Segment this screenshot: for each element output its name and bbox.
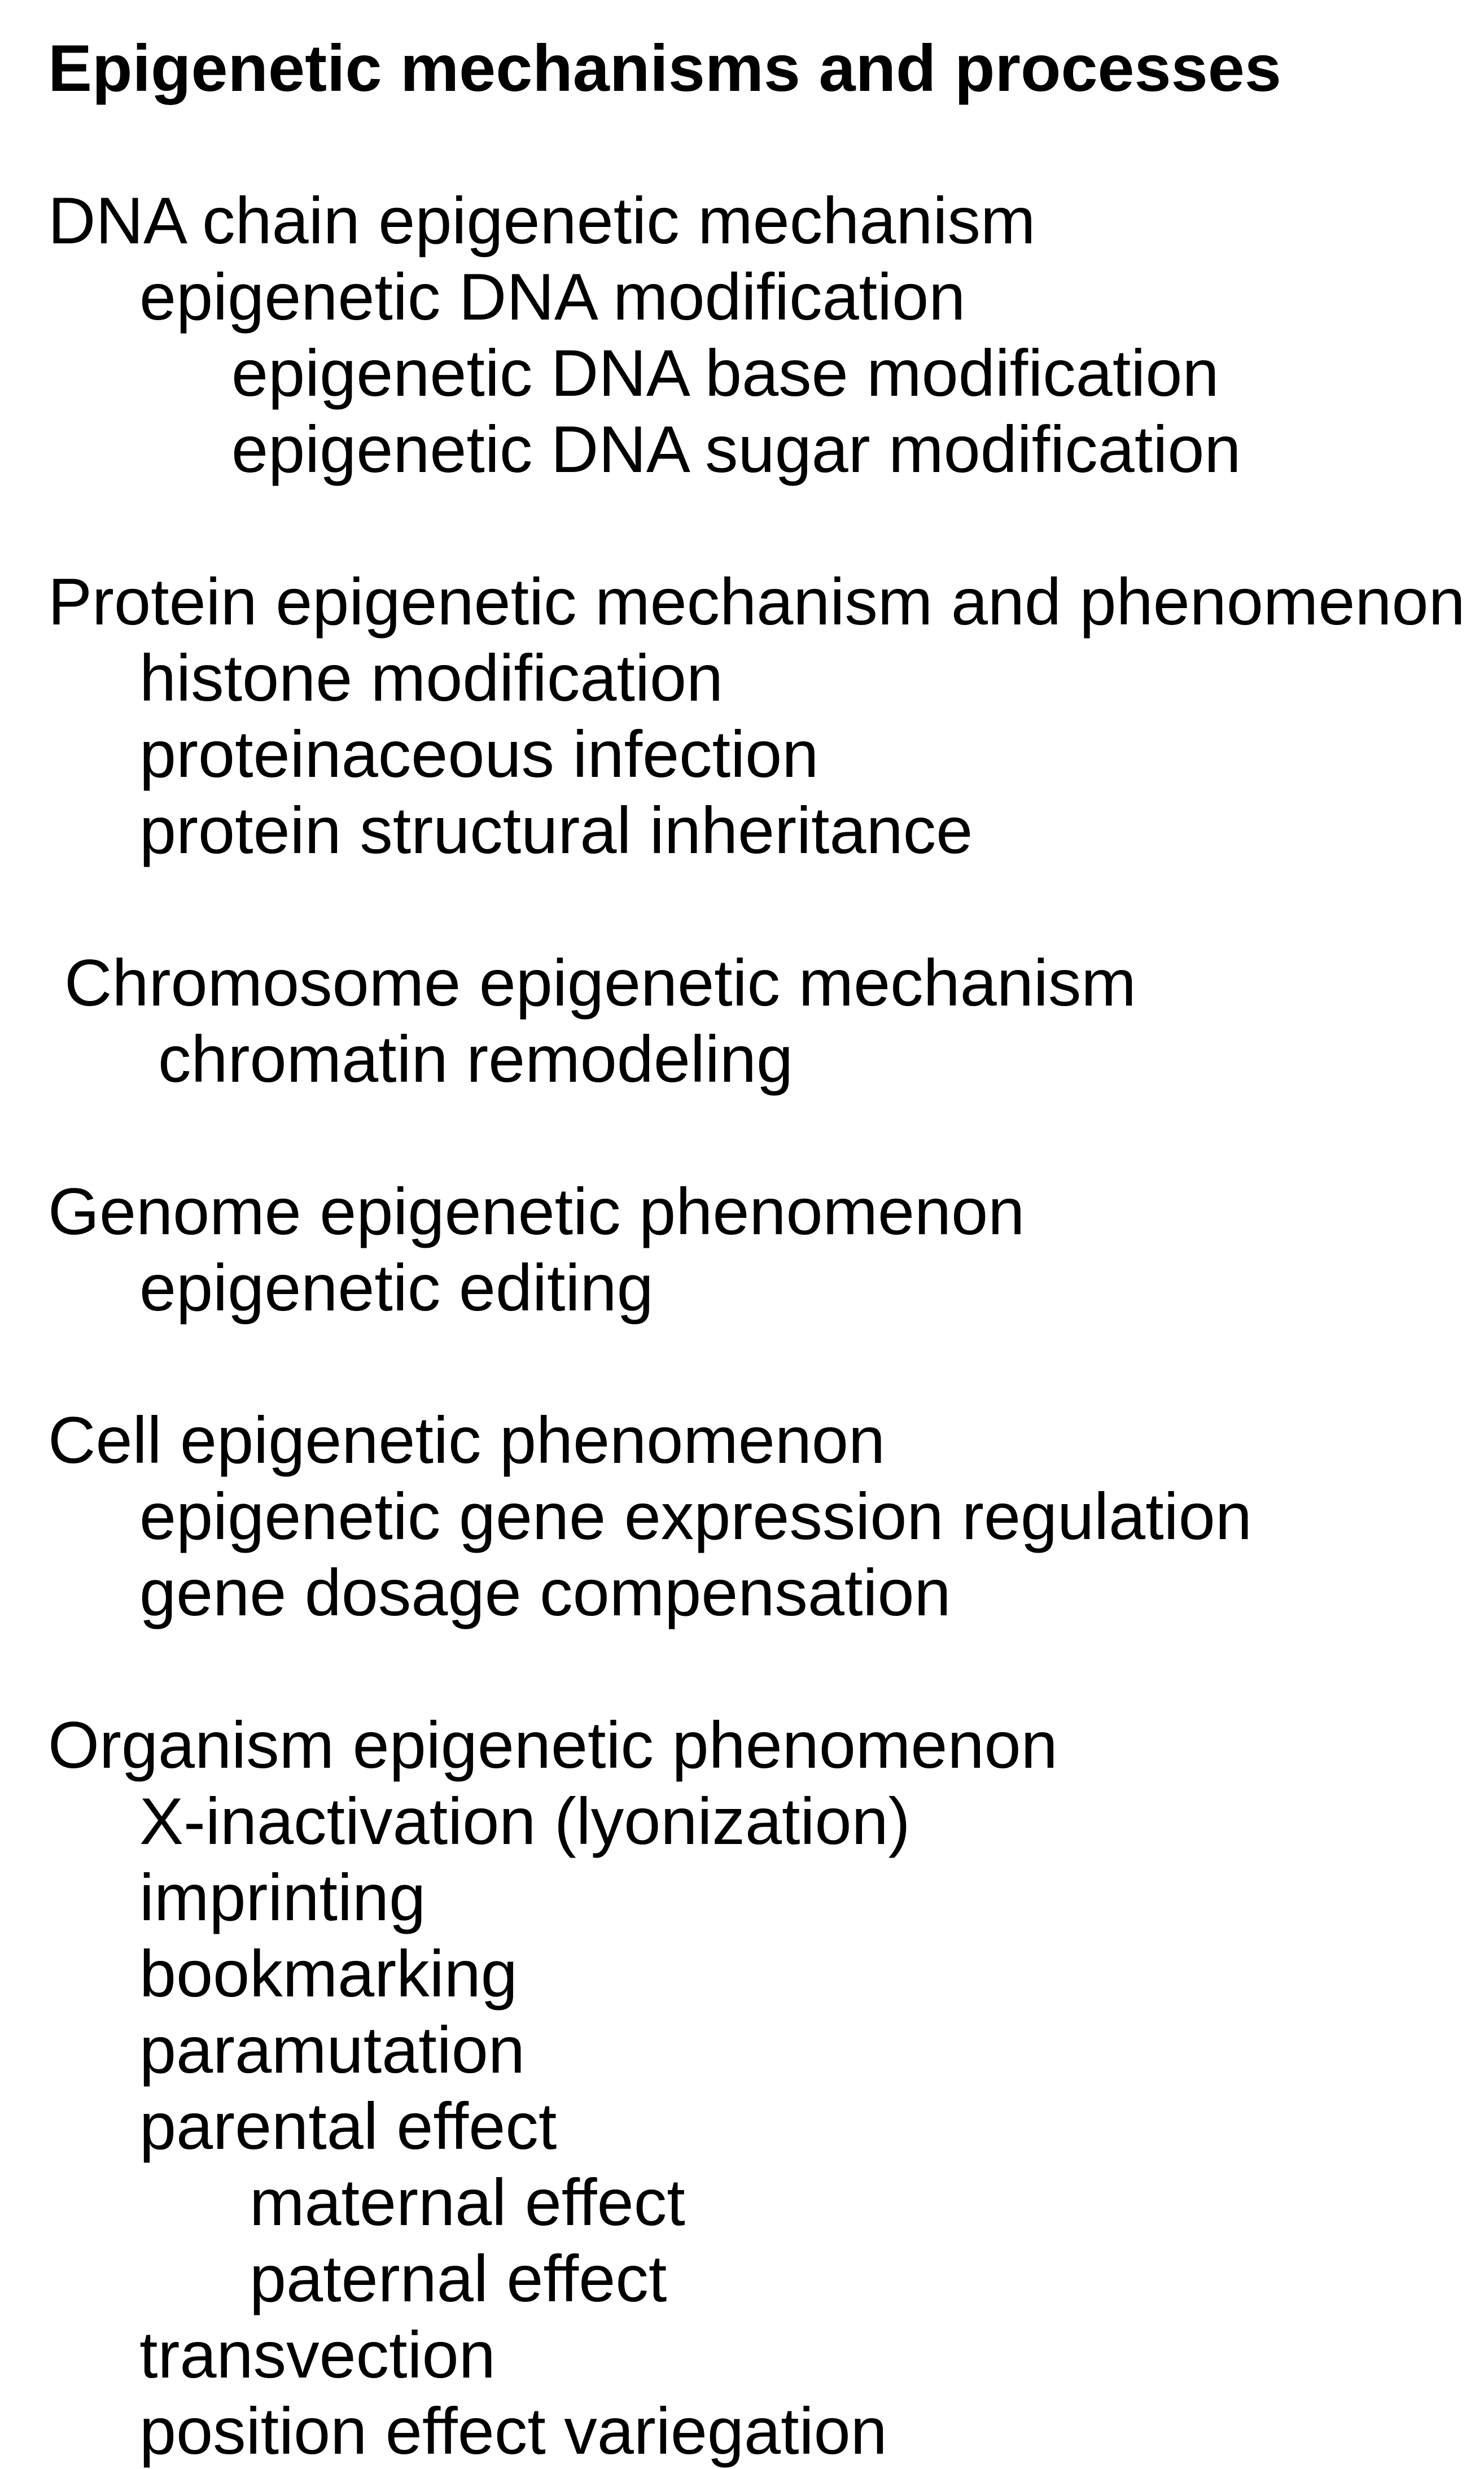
outline-line: histone modification xyxy=(139,641,724,715)
outline-line: proteinaceous infection xyxy=(139,717,819,791)
outline-line: transvection xyxy=(139,2318,496,2392)
outline-line: Chromosome epigenetic mechanism xyxy=(64,946,1136,1020)
outline-line: X-inactivation (lyonization) xyxy=(139,1784,910,1858)
outline-line: Organism epigenetic phenomenon xyxy=(48,1708,1058,1782)
outline-line: protein structural inheritance xyxy=(139,793,973,867)
outline-line: paternal effect xyxy=(249,2241,667,2315)
outline-line: parental effect xyxy=(139,2089,557,2163)
outline-line: chromatin remodeling xyxy=(158,1022,794,1096)
section-spacer xyxy=(48,1097,1484,1173)
outline-line: Genome epigenetic phenomenon xyxy=(48,1174,1025,1248)
outline-line: epigenetic DNA base modification xyxy=(231,336,1219,410)
outline-line: bookmarking xyxy=(139,1937,518,2011)
outline-line: gene dosage compensation xyxy=(139,1555,951,1629)
outline-line: epigenetic editing xyxy=(139,1251,654,1325)
section-spacer xyxy=(48,1326,1484,1402)
outline-line: position effect variegation xyxy=(139,2394,887,2468)
section-spacer xyxy=(48,106,1484,182)
outline-line: Cell epigenetic phenomenon xyxy=(48,1403,886,1477)
outline-line: imprinting xyxy=(139,1860,426,1934)
outline-line: Protein epigenetic mechanism and phenome… xyxy=(48,565,1465,639)
outline-line: epigenetic gene expression regulation xyxy=(139,1479,1252,1553)
outline-line: paramutation xyxy=(139,2013,525,2087)
outline-line: maternal effect xyxy=(249,2165,685,2239)
section-spacer xyxy=(48,487,1484,563)
section-spacer xyxy=(48,1631,1484,1707)
page-title: Epigenetic mechanisms and processes xyxy=(48,31,1281,105)
section-spacer xyxy=(48,868,1484,945)
outline-line: DNA chain epigenetic mechanism xyxy=(48,183,1036,257)
outline-line: epigenetic DNA modification xyxy=(139,260,966,334)
outline-line: epigenetic DNA sugar modification xyxy=(231,412,1241,486)
